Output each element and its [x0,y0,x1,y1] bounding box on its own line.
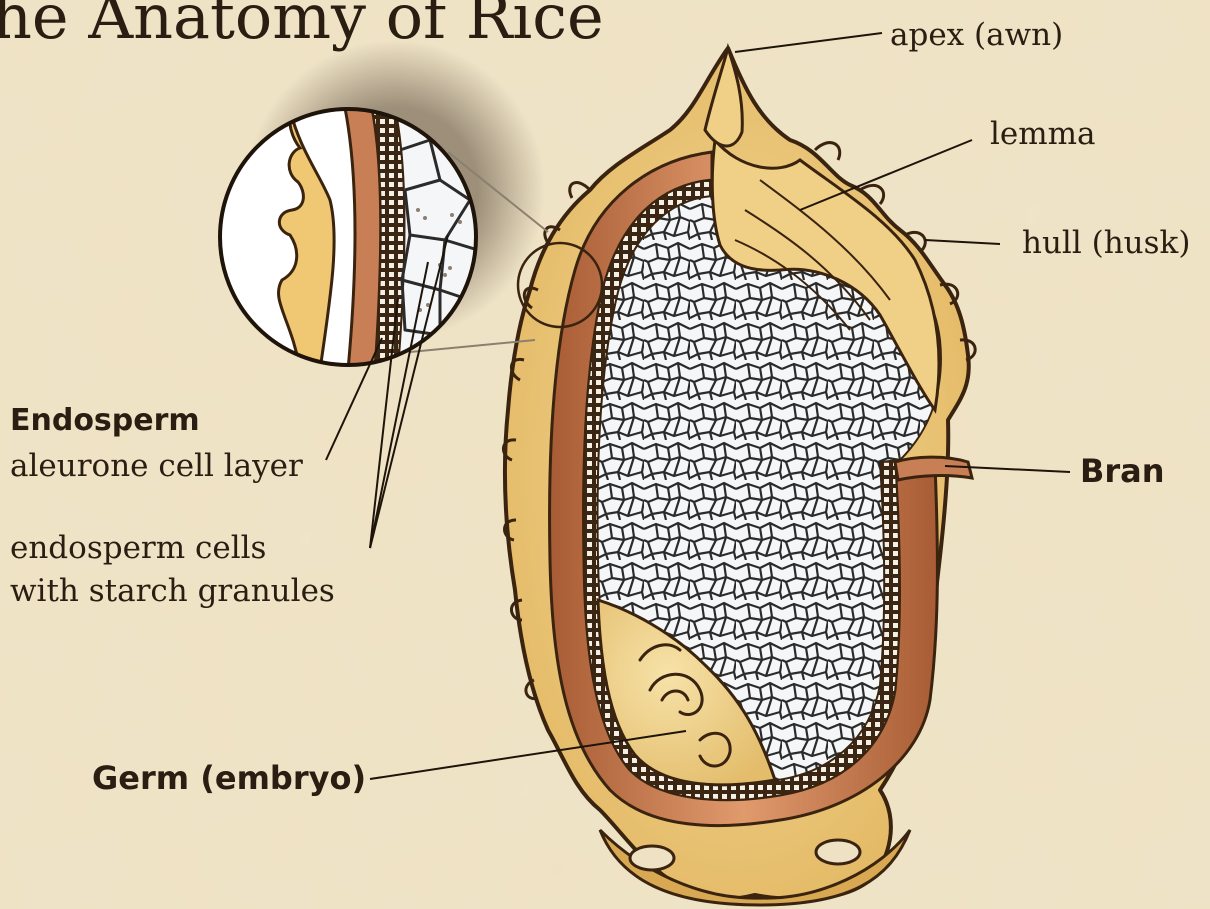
label-hull-husk: hull (husk) [1022,225,1190,261]
bran-flap [895,457,972,480]
label-bran: Bran [1080,452,1165,490]
diagram-title: he Anatomy of Rice [0,0,604,53]
grain-base-hole-right [816,840,860,864]
label-endosperm-cells-line2: with starch granules [10,573,335,609]
label-endosperm-heading: Endosperm [10,403,200,438]
label-germ-embryo: Germ (embryo) [92,759,366,797]
label-aleurone-layer: aleurone cell layer [10,448,303,484]
label-lemma: lemma [990,116,1096,152]
grain-base-hole-left [630,846,674,870]
label-apex-awn: apex (awn) [890,17,1063,53]
label-endosperm-cells-line1: endosperm cells [10,530,266,566]
